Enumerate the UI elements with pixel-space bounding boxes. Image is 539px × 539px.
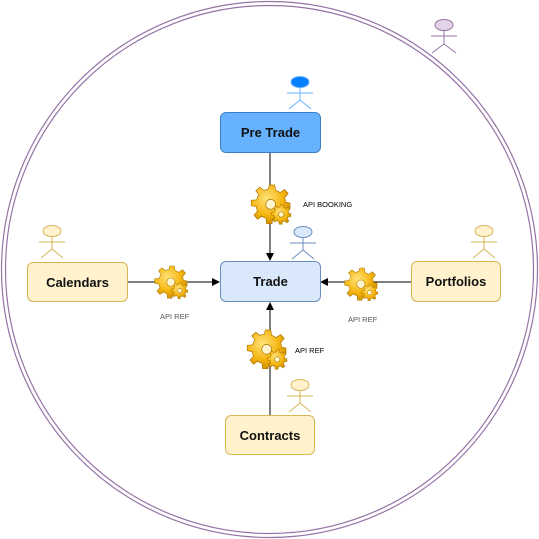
edge-label-api-ref-contracts: API REF	[295, 346, 325, 355]
contracts-label: Contracts	[239, 427, 301, 443]
calendars-node[interactable]: Calendars	[27, 262, 128, 302]
gear-icon	[246, 329, 288, 370]
actor-icon	[431, 19, 457, 54]
actor-icon	[287, 76, 313, 110]
gear-icon	[344, 267, 379, 302]
contracts-node[interactable]: Contracts	[225, 415, 315, 455]
pre-trade-label: Pre Trade	[240, 125, 301, 140]
trade-node[interactable]: Trade	[220, 261, 321, 302]
gear-icon	[250, 184, 292, 225]
calendars-label: Calendars	[46, 274, 109, 290]
portfolios-label: Portfolios	[425, 274, 487, 289]
edge-label-api-ref-portfolios: API REF	[348, 315, 378, 324]
actor-icon	[290, 226, 316, 260]
actor-icon	[471, 225, 497, 259]
actor-icon	[39, 225, 65, 259]
edge-label-api-booking: API BOOKING	[303, 200, 353, 209]
system-boundary-inner	[4, 4, 535, 535]
trade-label: Trade	[253, 274, 288, 289]
pre-trade-node[interactable]: Pre Trade	[220, 112, 321, 153]
gear-icon	[154, 265, 189, 300]
portfolios-node[interactable]: Portfolios	[411, 261, 501, 302]
actor-icon	[287, 379, 313, 413]
edge-label-api-ref-calendars: API REF	[160, 312, 190, 321]
